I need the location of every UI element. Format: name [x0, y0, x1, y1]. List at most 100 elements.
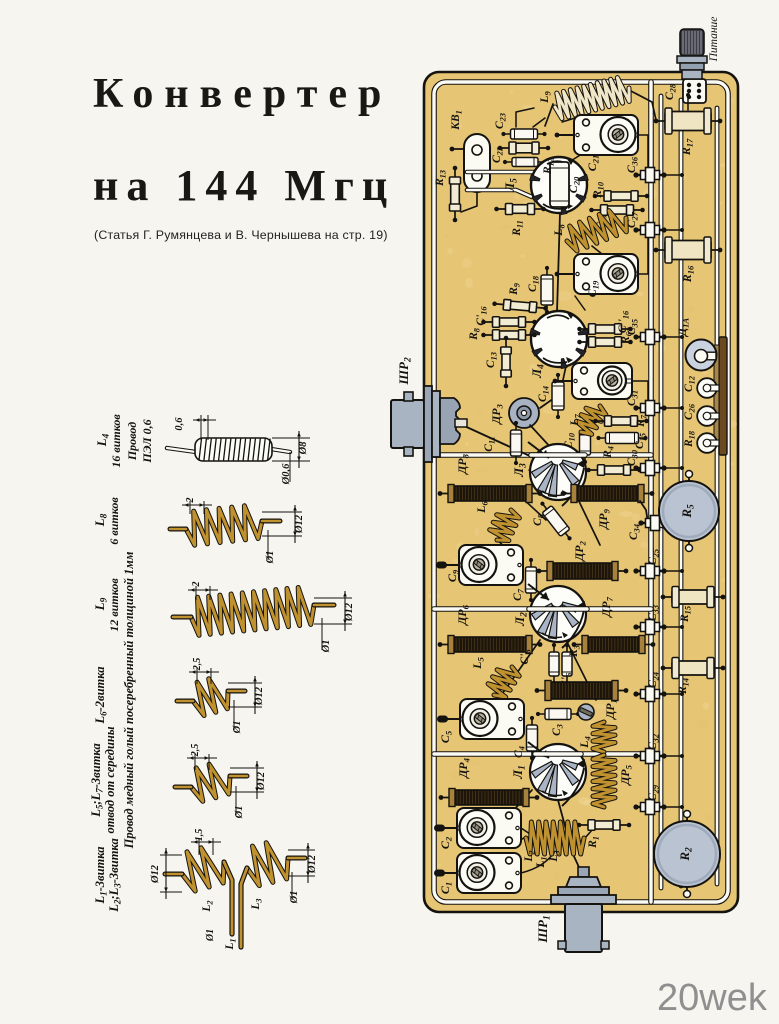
svg-text:С4: С4 [513, 746, 527, 758]
svg-text:С29: С29 [647, 785, 661, 801]
svg-text:С'16: С'16 [475, 306, 489, 326]
svg-text:С2: С2 [438, 836, 454, 849]
svg-text:С21: С21 [585, 155, 601, 172]
svg-text:С10: С10 [563, 433, 577, 449]
svg-text:Провод медный голый посеребрен: Провод медный голый посеребренный толщин… [122, 551, 136, 849]
svg-text:Ø0,6: Ø0,6 [281, 463, 292, 485]
svg-text:Ø12: Ø12 [307, 854, 318, 874]
svg-text:ДР4: ДР4 [456, 757, 472, 779]
svg-text:Ø12: Ø12 [150, 864, 161, 884]
svg-text:С23: С23 [494, 113, 508, 129]
svg-text:L8: L8 [551, 223, 567, 236]
svg-text:С36: С36 [626, 156, 640, 173]
svg-text:ШР1: ШР1 [535, 915, 553, 943]
svg-text:Л4: Л4 [529, 364, 547, 379]
svg-text:R4: R4 [602, 446, 616, 459]
svg-text:Л3: Л3 [511, 463, 529, 478]
svg-text:R13: R13 [434, 170, 448, 187]
svg-text:Д1А: Д1А [675, 318, 691, 338]
svg-text:С11: С11 [483, 436, 497, 452]
svg-text:С15: С15 [634, 433, 648, 449]
svg-text:С5: С5 [438, 730, 454, 743]
svg-text:С31: С31 [626, 390, 640, 406]
svg-text:КВ1: КВ1 [450, 110, 464, 131]
svg-text:R7: R7 [635, 414, 649, 428]
svg-text:L5;L7-3витка: L5;L7-3витка [89, 743, 105, 817]
svg-text:L4: L4 [577, 735, 593, 748]
svg-text:Ø1: Ø1 [289, 891, 300, 905]
svg-text:L2;L3-3витка: L2;L3-3витка [107, 838, 123, 912]
svg-text:2: 2 [191, 582, 202, 588]
svg-text:L6-2витка: L6-2витка [93, 666, 109, 724]
svg-text:2,5: 2,5 [190, 744, 201, 758]
svg-text:ДР6: ДР6 [455, 604, 471, 626]
svg-text:ПЭЛ 0,6: ПЭЛ 0,6 [140, 419, 154, 463]
svg-text:6 витков: 6 витков [107, 497, 121, 545]
svg-text:R18: R18 [683, 430, 697, 448]
svg-text:С20: С20 [566, 176, 582, 193]
svg-text:С26: С26 [683, 403, 697, 420]
svg-text:R5: R5 [679, 504, 697, 519]
svg-text:R1: R1 [587, 836, 601, 849]
svg-text:L5: L5 [470, 656, 486, 669]
svg-text:С33: С33 [647, 605, 661, 621]
svg-text:2: 2 [185, 498, 196, 504]
svg-text:L1: L1 [224, 938, 238, 950]
svg-text:ДР7: ДР7 [599, 596, 615, 618]
svg-text:R17: R17 [679, 138, 695, 156]
svg-text:L9: L9 [92, 597, 110, 611]
svg-text:L9: L9 [537, 90, 553, 103]
svg-text:L3: L3 [250, 898, 264, 910]
svg-text:R9: R9 [508, 283, 522, 296]
svg-text:С''16: С''16 [617, 310, 631, 333]
svg-text:L1-3витка: L1-3витка [93, 846, 109, 904]
svg-text:L2: L2 [201, 900, 215, 912]
svg-text:R2: R2 [677, 847, 695, 862]
svg-text:ДР1: ДР1 [603, 699, 619, 720]
svg-text:С32: С32 [647, 734, 661, 750]
svg-text:Ø1: Ø1 [205, 929, 216, 942]
svg-text:Ø1: Ø1 [234, 806, 245, 820]
svg-text:Ø1: Ø1 [321, 640, 332, 654]
svg-text:С28: С28 [664, 83, 678, 100]
svg-text:С7: С7 [512, 588, 526, 601]
svg-text:R11: R11 [511, 220, 525, 237]
svg-text:R12: R12 [542, 158, 556, 175]
svg-text:Провод: Провод [125, 422, 139, 461]
svg-text:R14: R14 [677, 678, 691, 695]
svg-text:R15: R15 [679, 606, 693, 623]
svg-text:ШР2: ШР2 [396, 357, 414, 386]
svg-text:Ø1: Ø1 [265, 551, 276, 565]
svg-text:L2: L2 [523, 850, 537, 862]
svg-text:С27: С27 [626, 211, 640, 228]
svg-text:ДР9: ДР9 [596, 508, 612, 530]
svg-text:Ø12: Ø12 [256, 771, 267, 791]
svg-text:С35: С35 [626, 319, 640, 335]
svg-text:ДР2: ДР2 [572, 540, 588, 562]
svg-text:С25: С25 [647, 549, 661, 565]
svg-text:Ø12: Ø12 [254, 686, 265, 706]
svg-text:С9: С9 [445, 569, 461, 582]
svg-text:L4: L4 [94, 433, 112, 447]
svg-text:L8: L8 [92, 513, 110, 527]
svg-text:С'6: С'6 [519, 649, 533, 665]
svg-text:С8: С8 [532, 513, 546, 526]
svg-text:12 витков: 12 витков [107, 578, 121, 632]
svg-text:С12: С12 [683, 376, 697, 392]
svg-text:L7: L7 [567, 413, 583, 426]
svg-text:L6: L6 [474, 500, 490, 513]
svg-text:R16: R16 [680, 265, 696, 283]
svg-text:Л2: Л2 [512, 612, 530, 627]
svg-text:1,5: 1,5 [194, 829, 205, 842]
svg-text:Ø8: Ø8 [298, 441, 309, 456]
svg-text:отвод от середины: отвод от середины [103, 726, 117, 833]
svg-text:С13: С13 [485, 352, 499, 368]
svg-text:С30: С30 [626, 450, 640, 466]
svg-text:R3: R3 [568, 645, 582, 658]
svg-text:С18: С18 [527, 275, 541, 292]
svg-text:С3: С3 [551, 724, 565, 736]
svg-text:ДР5: ДР5 [618, 764, 634, 786]
svg-text:Ø12: Ø12 [344, 602, 355, 622]
svg-text:0,6: 0,6 [174, 417, 185, 431]
svg-text:L3: L3 [548, 850, 562, 862]
